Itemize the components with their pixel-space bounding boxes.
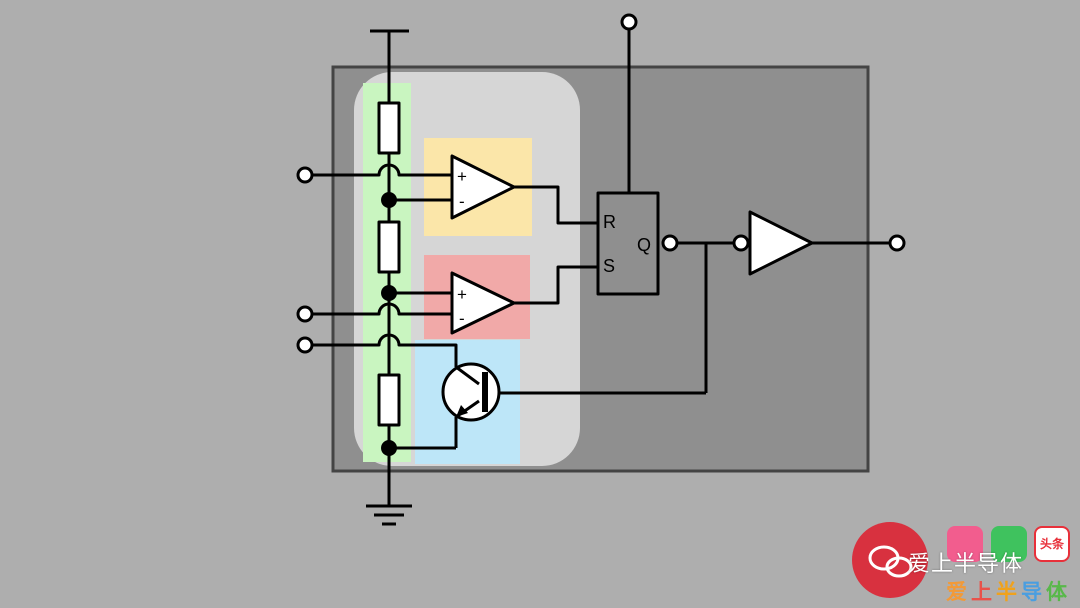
resistor-middle [377,220,401,274]
flip-flop-s-label: S [603,256,615,276]
flip-flop-q-label: Q [637,235,651,255]
wechat-badge-icon [852,522,928,598]
q-inversion-bubble [661,234,679,252]
junction-ground [381,440,397,456]
comparator-upper-plus: + [457,167,467,186]
comparator-upper-minus: - [459,192,465,211]
resistor-bottom [377,373,401,427]
comparator-upper [450,154,516,220]
watermark-char: 半 [996,580,1021,604]
wire-discharge [313,333,458,367]
pin-reset [620,13,638,31]
transistor-collector [455,365,480,386]
bilibili-app-icon [947,526,983,562]
junction-node1 [381,192,397,208]
comparator-lower-plus: + [457,285,467,304]
watermark-char: 导 [1021,580,1046,604]
resistor-top [377,101,401,155]
transistor-body [441,362,501,422]
watermark-subtitle: 爱上半导体 [946,576,1071,606]
comparator-lower-minus: - [459,309,465,328]
pin-output [888,234,906,252]
watermark-name: 爱上半导体 [908,552,1024,577]
wire-threshold [313,163,452,177]
wire-comp-upper-to-r [514,185,598,225]
watermark-char: 体 [1046,580,1071,604]
pin-trigger [296,305,314,323]
buffer-input-bubble [732,234,750,252]
comparator-lower [450,271,516,335]
pin-discharge [296,336,314,354]
flip-flop-r-label: R [603,212,616,232]
wire-trigger [313,302,452,316]
watermark-char: 爱 [946,580,971,604]
toutiao-app-icon: 头条 [1034,526,1070,562]
wire-comp-lower-to-s [514,265,598,305]
wechat-app-icon [991,526,1027,562]
pin-threshold [296,166,314,184]
junction-node2 [381,285,397,301]
watermark-char: 上 [971,580,996,604]
output-buffer [748,210,814,276]
transistor-emitter-arrow [456,405,468,417]
